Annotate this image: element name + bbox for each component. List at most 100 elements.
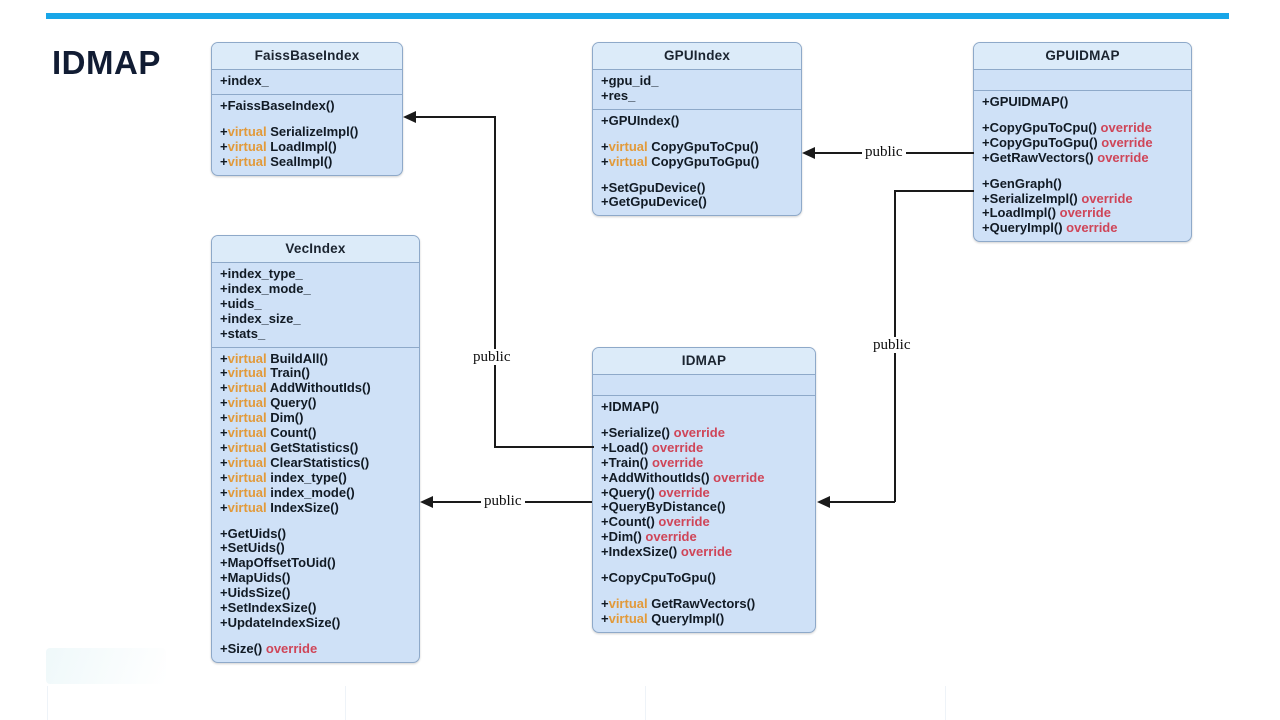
operation-row: +GPUIndex() [601, 112, 680, 128]
operation-row: +MapOffsetToUid() [220, 555, 336, 571]
operation-row: +UidsSize() [220, 585, 291, 601]
relation-line-gpuidmap-idmap [829, 501, 895, 503]
operation-row: +virtual Train() [220, 365, 310, 381]
attributes-compartment-gpuidmap [974, 70, 1191, 91]
operation-row: +virtual Query() [220, 395, 317, 411]
operation-row: +virtual GetRawVectors() [601, 595, 756, 611]
operation-row: +Serialize() override [601, 424, 725, 440]
operation-row: +GetGpuDevice() [601, 194, 707, 210]
operation-row: +SetIndexSize() [220, 600, 317, 616]
class-box-vecindex: VecIndex +index_type_ +index_mode_ +uids… [211, 235, 420, 663]
attributes-compartment-faissbaseindex: +index_ [212, 70, 402, 95]
operation-row: +SerializeImpl() override [982, 190, 1133, 206]
attributes-compartment-gpuindex: +gpu_id_ +res_ [593, 70, 801, 110]
operation-row: +GPUIDMAP() [982, 94, 1069, 109]
operation-row: +virtual SealImpl() [220, 153, 333, 169]
slide-guide-line [345, 686, 346, 720]
class-name-gpuidmap: GPUIDMAP [974, 43, 1191, 70]
slide-guide-line [47, 686, 48, 720]
operation-row: +virtual BuildAll() [220, 350, 328, 366]
operation-row: +virtual AddWithoutIds() [220, 380, 371, 396]
slide-guide-line [645, 686, 646, 720]
operation-row: +virtual CopyGpuToCpu() [601, 138, 759, 154]
operation-row: +virtual GetStatistics() [220, 439, 359, 455]
operation-row: +Dim() override [601, 529, 697, 545]
operation-row: +CopyGpuToGpu() override [982, 134, 1153, 150]
attributes-compartment-vecindex: +index_type_ +index_mode_ +uids_ +index_… [212, 263, 419, 348]
class-box-idmap: IDMAP +IDMAP() +Serialize() override +Lo… [592, 347, 816, 633]
page-title: IDMAP [52, 44, 161, 81]
operation-row: +virtual SerializeImpl() [220, 123, 359, 139]
relation-line-idmap-faissbaseindex [415, 116, 496, 118]
operation-row: +GenGraph() [982, 175, 1062, 191]
attribute-row: +res_ [601, 87, 636, 103]
relation-label-idmap-vecindex: public [481, 493, 525, 509]
operation-row: +Load() override [601, 439, 704, 455]
slide-guide-line [945, 686, 946, 720]
class-box-gpuidmap: GPUIDMAP +GPUIDMAP() +CopyGpuToCpu() ove… [973, 42, 1192, 243]
operation-row: +QueryByDistance() [601, 499, 726, 515]
operation-row: +CopyGpuToCpu() override [982, 119, 1152, 135]
attributes-compartment-idmap [593, 375, 815, 396]
attribute-row: +index_type_ [220, 266, 303, 281]
operation-row: +GetRawVectors() override [982, 149, 1149, 165]
operation-row: +Query() override [601, 484, 710, 500]
operation-row: +Count() override [601, 514, 710, 530]
operations-compartment-gpuidmap: +GPUIDMAP() +CopyGpuToCpu() override +Co… [974, 91, 1191, 241]
operation-row: +FaissBaseIndex() [220, 97, 335, 113]
class-name-gpuindex: GPUIndex [593, 43, 801, 70]
operation-row: +virtual Count() [220, 425, 317, 441]
relation-line-gpuidmap-idmap [894, 190, 974, 192]
operation-row: +SetGpuDevice() [601, 179, 706, 195]
row-gap [982, 166, 1183, 177]
operation-row: +Size() override [220, 640, 318, 656]
operation-row: +virtual index_type() [220, 469, 347, 485]
class-name-faissbaseindex: FaissBaseIndex [212, 43, 402, 70]
slide-watermark [46, 648, 166, 684]
class-name-idmap: IDMAP [593, 348, 815, 375]
relation-line-idmap-faissbaseindex [494, 116, 496, 447]
attribute-row: +stats_ [220, 325, 266, 341]
operation-row: +Train() override [601, 454, 704, 470]
attribute-row: +index_mode_ [220, 280, 311, 296]
inheritance-arrow-vecindex [420, 496, 433, 508]
relation-label-idmap-faissbaseindex: public [470, 349, 514, 365]
relation-label-gpuidmap-idmap: public [870, 337, 914, 353]
operation-row: +IndexSize() override [601, 544, 733, 560]
inheritance-arrow-idmap [817, 496, 830, 508]
operation-row: +GetUids() [220, 525, 287, 541]
inheritance-arrow-faissbaseindex [403, 111, 416, 123]
operation-row: +IDMAP() [601, 399, 660, 414]
operation-row: +virtual IndexSize() [220, 499, 339, 515]
class-name-vecindex: VecIndex [212, 236, 419, 263]
class-box-gpuindex: GPUIndex +gpu_id_ +res_ +GPUIndex() +vir… [592, 42, 802, 217]
attribute-row: +index_size_ [220, 310, 301, 326]
relation-line-idmap-faissbaseindex [494, 446, 594, 448]
attribute-row: +uids_ [220, 295, 262, 311]
operations-compartment-vecindex: +virtual BuildAll() +virtual Train() +vi… [212, 348, 419, 662]
operation-row: +virtual Dim() [220, 410, 304, 426]
row-gap [220, 516, 411, 527]
operation-row: +QueryImpl() override [982, 220, 1118, 236]
operation-row: +UpdateIndexSize() [220, 614, 341, 630]
operations-compartment-idmap: +IDMAP() +Serialize() override +Load() o… [593, 396, 815, 632]
operation-row: +virtual LoadImpl() [220, 138, 337, 154]
operation-row: +virtual index_mode() [220, 484, 355, 500]
class-box-faissbaseindex: FaissBaseIndex +index_ +FaissBaseIndex()… [211, 42, 403, 176]
attribute-row: +gpu_id_ [601, 73, 659, 88]
operation-row: +virtual QueryImpl() [601, 610, 725, 626]
slide-accent-bar [46, 13, 1229, 19]
relation-label-gpuidmap-gpuindex: public [862, 144, 906, 160]
operation-row: +virtual ClearStatistics() [220, 454, 370, 470]
operation-row: +virtual CopyGpuToGpu() [601, 153, 760, 169]
operation-row: +MapUids() [220, 570, 291, 586]
operation-row: +AddWithoutIds() override [601, 469, 765, 485]
operations-compartment-faissbaseindex: +FaissBaseIndex() +virtual SerializeImpl… [212, 95, 402, 175]
operation-row: +LoadImpl() override [982, 205, 1111, 221]
operation-row: +CopyCpuToGpu() [601, 570, 716, 586]
operation-row: +SetUids() [220, 540, 285, 556]
row-gap [601, 170, 793, 181]
attribute-row: +index_ [220, 73, 269, 88]
inheritance-arrow-gpuindex [802, 147, 815, 159]
